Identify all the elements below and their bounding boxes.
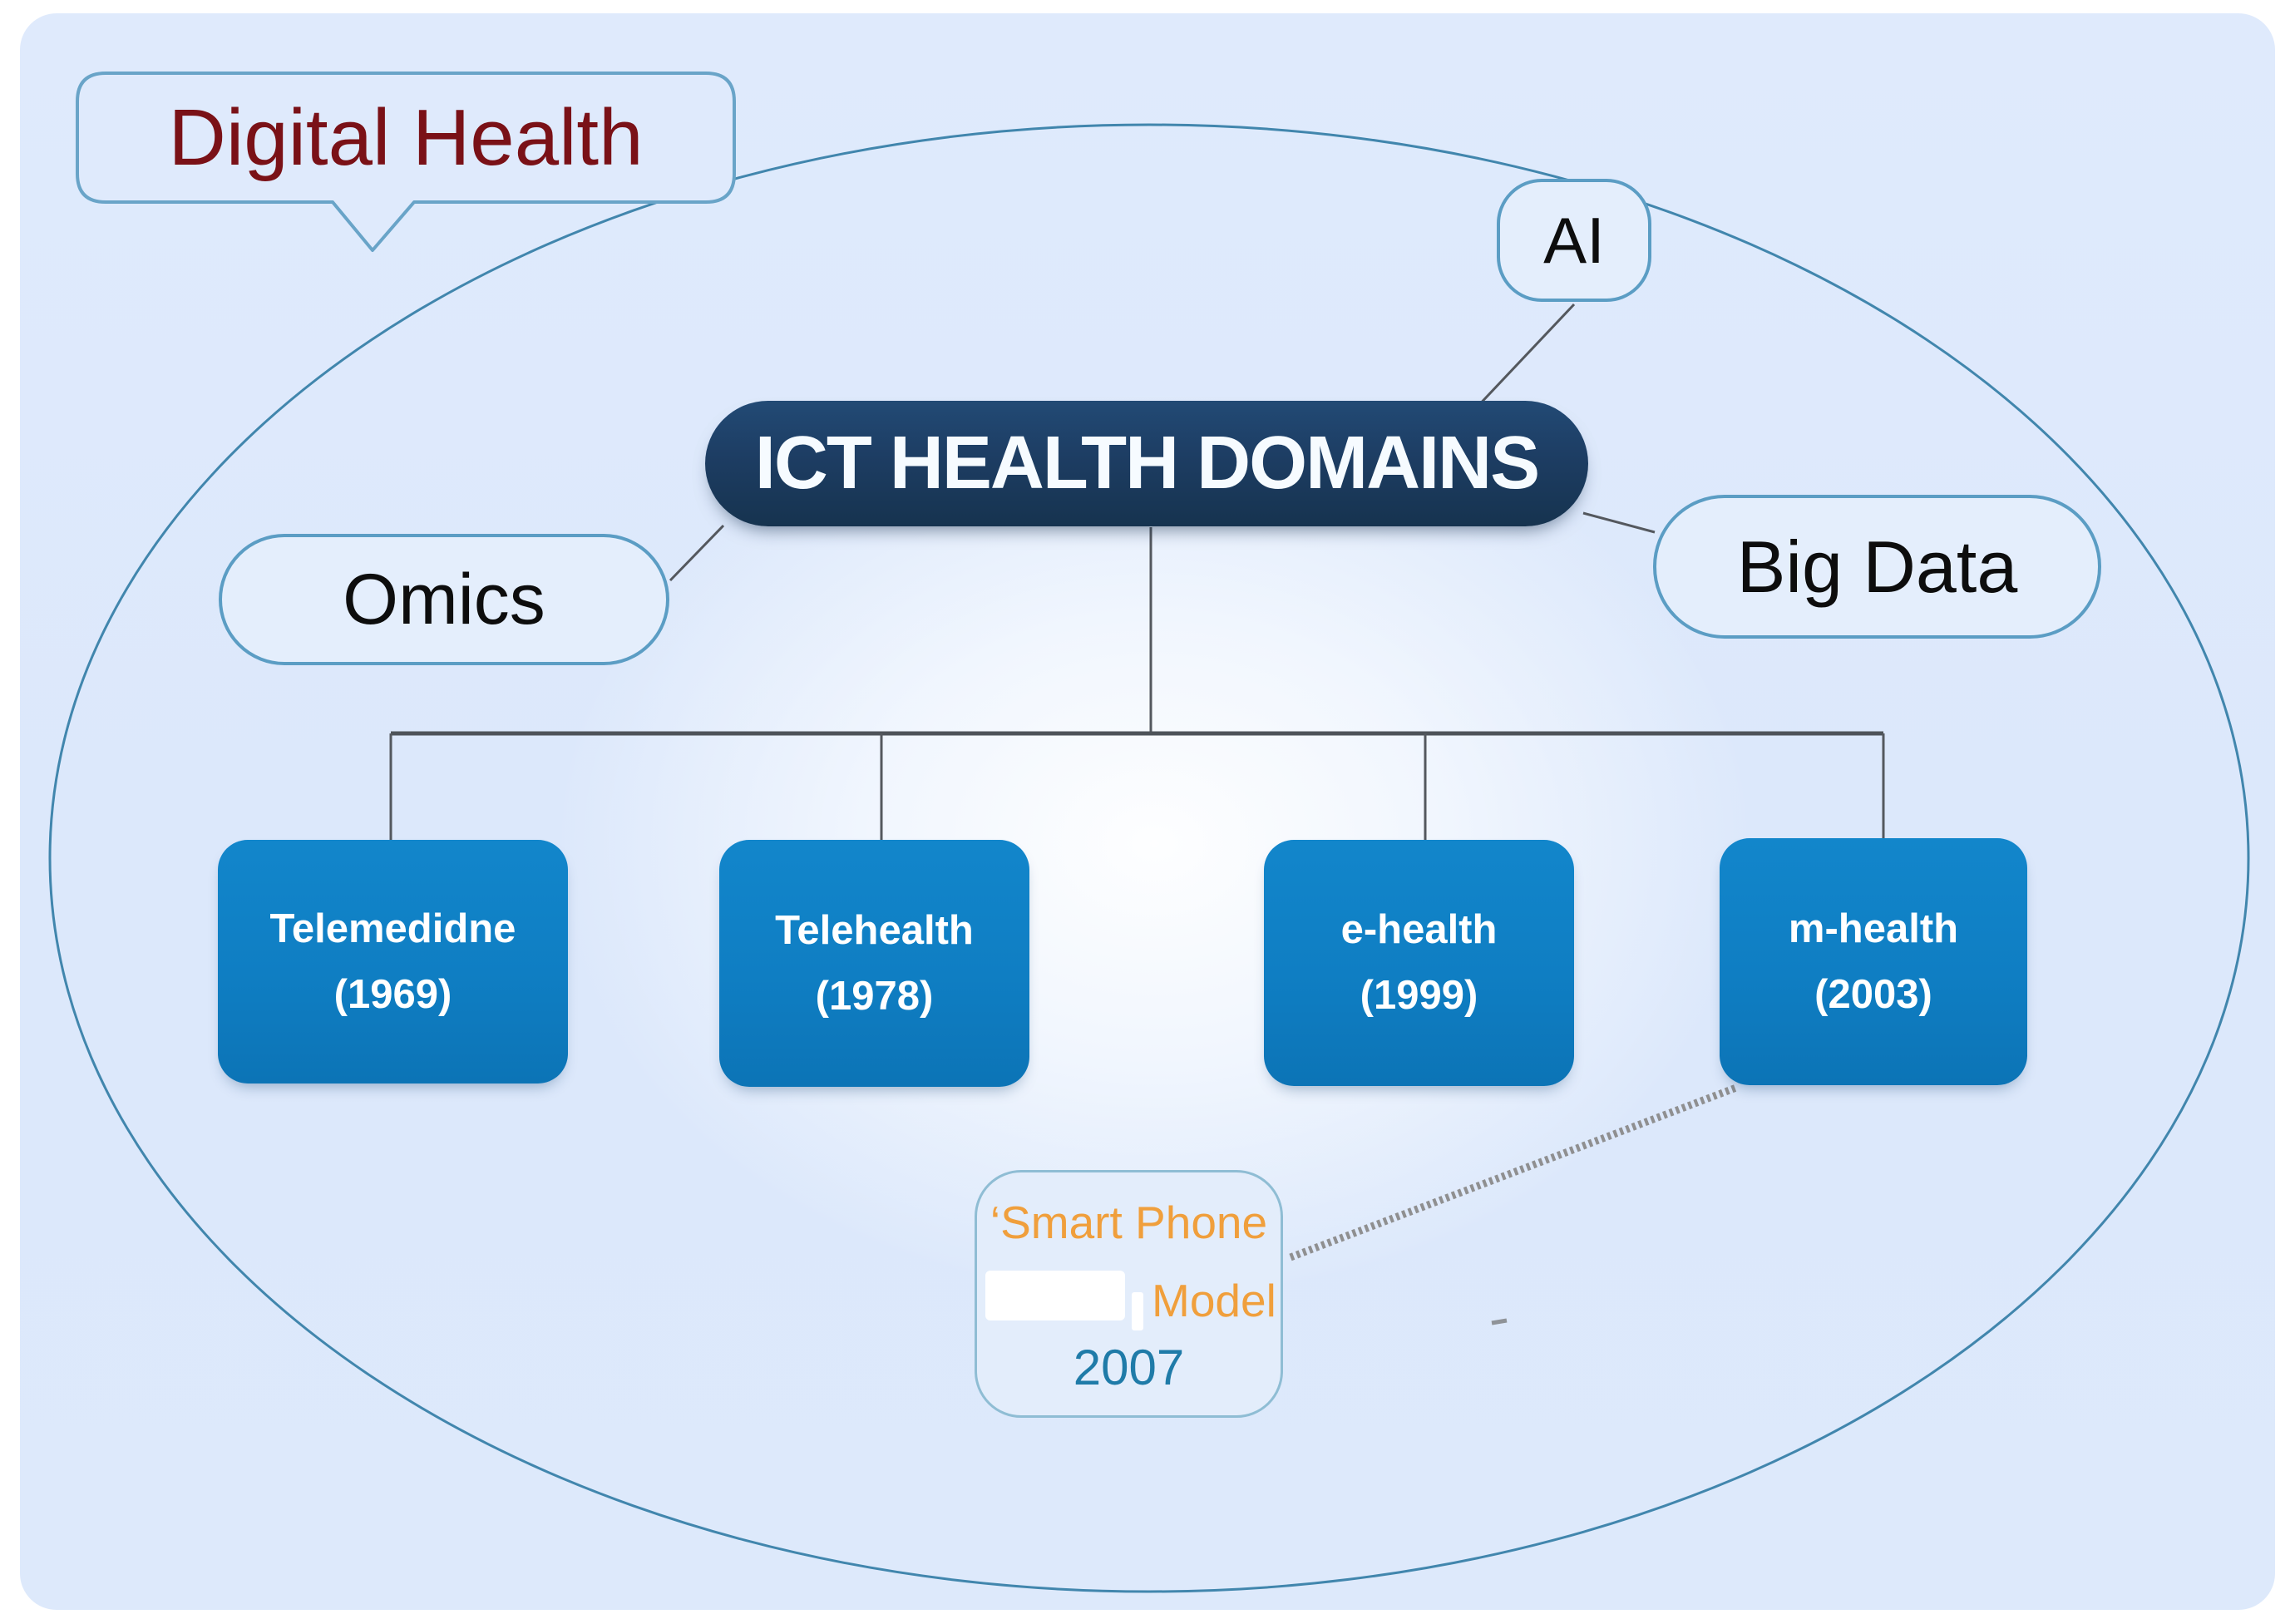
connector-big-data <box>1582 511 1656 534</box>
stray-dash-mark <box>1491 1318 1508 1325</box>
connector-ai <box>1472 303 1576 412</box>
annotation-line1: ‘Smart Phone <box>990 1197 1268 1248</box>
satellite-ai: AI <box>1497 179 1651 302</box>
domain-year: (1978) <box>815 973 934 1019</box>
domain-name: Telemedidne <box>269 906 516 951</box>
speech-bubble <box>76 72 736 252</box>
domain-box-e-health: e-health (1999) <box>1264 840 1574 1086</box>
central-node-ict-health-domains: ICT HEALTH DOMAINS <box>705 401 1588 526</box>
domain-name: e-health <box>1340 907 1498 952</box>
domain-box-telemedicine: Telemedidne (1969) <box>218 840 568 1083</box>
satellite-omics-label: Omics <box>343 559 545 639</box>
domain-year: (1969) <box>333 971 452 1017</box>
domain-year: (1999) <box>1360 973 1478 1018</box>
annotation-smart-phone-model: ‘Smart Phone Model 2007 <box>975 1170 1283 1418</box>
annotation-model-label: Model <box>1152 1275 1276 1326</box>
satellite-big-data-label: Big Data <box>1736 525 2018 608</box>
redaction-patch-small <box>1132 1292 1143 1330</box>
connector-m-health-smart-phone <box>1289 1083 1738 1261</box>
domain-box-m-health: m-health (2003) <box>1720 838 2027 1085</box>
satellite-big-data: Big Data <box>1653 495 2101 639</box>
domain-name: m-health <box>1788 906 1959 951</box>
satellite-omics: Omics <box>219 534 669 665</box>
central-node-label: ICT HEALTH DOMAINS <box>754 422 1540 505</box>
digital-health-ellipse <box>48 123 2250 1593</box>
digital-health-title: Digital Health <box>168 92 644 182</box>
redaction-patch <box>985 1271 1125 1320</box>
domain-box-telehealth: Telehealth (1978) <box>719 840 1029 1087</box>
domain-year: (2003) <box>1814 971 1932 1017</box>
annotation-year-label: 2007 <box>1073 1340 1185 1395</box>
connector-omics <box>669 524 725 582</box>
satellite-ai-label: AI <box>1543 203 1605 277</box>
domain-name: Telehealth <box>775 907 974 953</box>
